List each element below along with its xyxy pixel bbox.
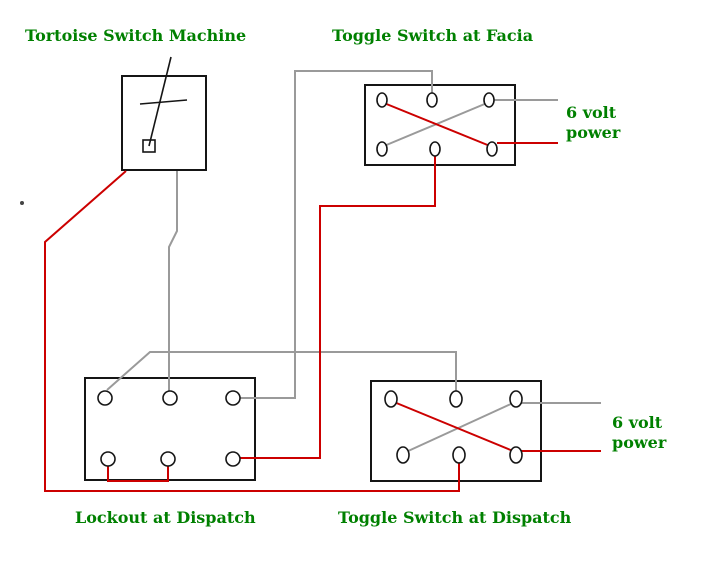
dispatch-terminal <box>509 446 523 464</box>
lockout-terminal <box>225 390 241 406</box>
facia-terminal <box>376 92 388 108</box>
dispatch-terminal <box>509 390 523 408</box>
wire-facia-to-lockout <box>240 70 433 399</box>
wire-dispatch-cross-gray <box>405 402 514 453</box>
facia-terminal <box>426 92 438 108</box>
dispatch-terminals <box>384 390 523 464</box>
gray-wires <box>106 70 601 453</box>
wire-lockout-jumper <box>107 466 169 482</box>
dispatch-label: Toggle Switch at Dispatch <box>338 508 572 527</box>
lockout-terminal <box>225 451 241 467</box>
facia-terminal <box>483 92 495 108</box>
tortoise-label: Tortoise Switch Machine <box>25 26 247 45</box>
lockout-label: Lockout at Dispatch <box>75 508 256 527</box>
facia-terminal <box>486 141 498 157</box>
dispatch-terminal <box>384 390 398 408</box>
wire-dispatch-cross-red <box>393 401 514 452</box>
dispatch-terminal <box>396 446 410 464</box>
lockout-terminal <box>100 451 116 467</box>
facia-terminals <box>376 92 498 157</box>
wire-facia-to-lockout-red <box>240 156 436 459</box>
tortoise-crossbar <box>139 99 188 105</box>
dispatch-terminal <box>449 390 463 408</box>
power-dispatch-line1: 6 volt <box>612 413 663 432</box>
lockout-terminal <box>162 390 178 406</box>
tortoise-switch-machine <box>121 56 207 171</box>
tortoise-body <box>121 75 207 171</box>
facia-label: Toggle Switch at Facia <box>332 26 534 45</box>
power-dispatch-line2: power <box>612 433 667 452</box>
tortoise-actuator-square <box>142 139 156 153</box>
power-facia-line2: power <box>566 123 621 142</box>
power-dispatch-label: 6 volt power <box>612 413 666 453</box>
power-facia-label: 6 volt power <box>566 103 620 143</box>
wire-tortoise-to-lockout <box>168 171 178 391</box>
power-facia-line1: 6 volt <box>566 103 617 122</box>
dispatch-terminal <box>452 446 466 464</box>
red-wires <box>44 102 601 492</box>
wire-facia-cross-red <box>383 102 491 147</box>
lockout-terminals <box>97 390 241 467</box>
stray-mark <box>20 201 24 205</box>
wire-lockout-to-dispatch <box>106 351 457 391</box>
facia-terminal <box>376 141 388 157</box>
lockout-terminal <box>160 451 176 467</box>
wire-tortoise-to-dispatch <box>44 170 460 492</box>
facia-terminal <box>429 141 441 157</box>
lockout-terminal <box>97 390 113 406</box>
